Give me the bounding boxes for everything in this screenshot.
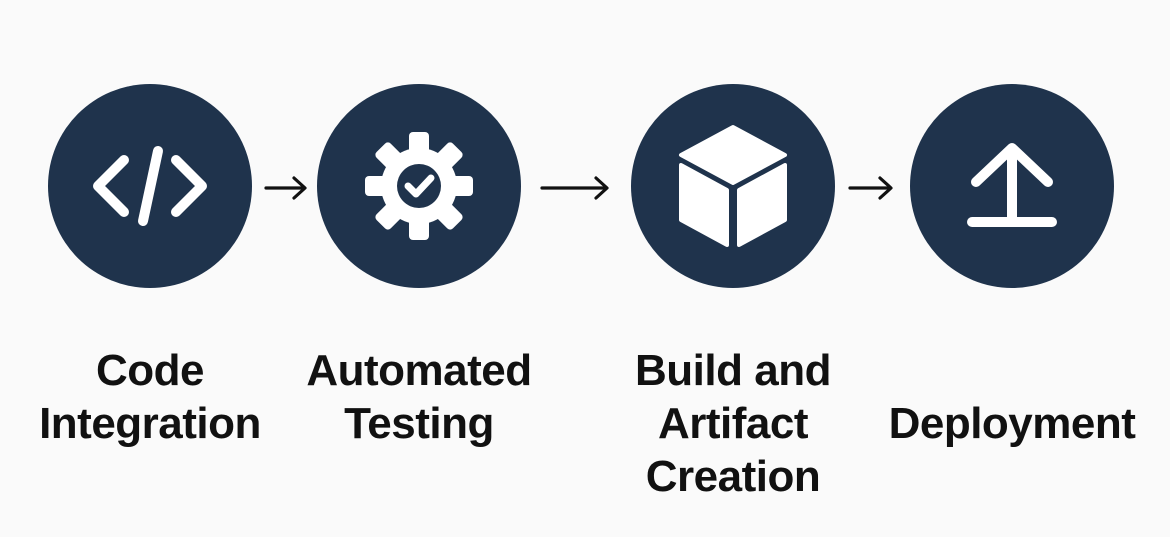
package-cube-icon bbox=[674, 121, 792, 251]
label-line: Build and bbox=[635, 346, 831, 395]
step-label-deployment: Deployment bbox=[882, 397, 1142, 450]
step-label-automated-testing: Automated Testing bbox=[289, 344, 549, 450]
flow-arrow-3 bbox=[848, 176, 893, 200]
step-label-code-integration: Code Integration bbox=[20, 344, 280, 450]
code-icon bbox=[88, 141, 212, 231]
flow-arrow-2 bbox=[540, 176, 609, 200]
label-line: Integration bbox=[39, 399, 261, 448]
label-line: Testing bbox=[344, 399, 494, 448]
label-line: Code bbox=[96, 346, 205, 395]
flow-arrow-1 bbox=[264, 176, 307, 200]
step-label-build-artifact-creation: Build and Artifact Creation bbox=[603, 344, 863, 503]
label-line: Creation bbox=[645, 452, 821, 501]
gear-check-icon bbox=[361, 128, 477, 244]
step-code-integration-circle bbox=[48, 84, 252, 288]
label-line: Artifact bbox=[657, 399, 809, 448]
label-line: Automated bbox=[306, 346, 532, 395]
label-line: Deployment bbox=[888, 399, 1136, 448]
step-automated-testing-circle bbox=[317, 84, 521, 288]
step-deployment-circle bbox=[910, 84, 1114, 288]
upload-arrow-icon bbox=[962, 138, 1062, 234]
step-build-artifact-circle bbox=[631, 84, 835, 288]
